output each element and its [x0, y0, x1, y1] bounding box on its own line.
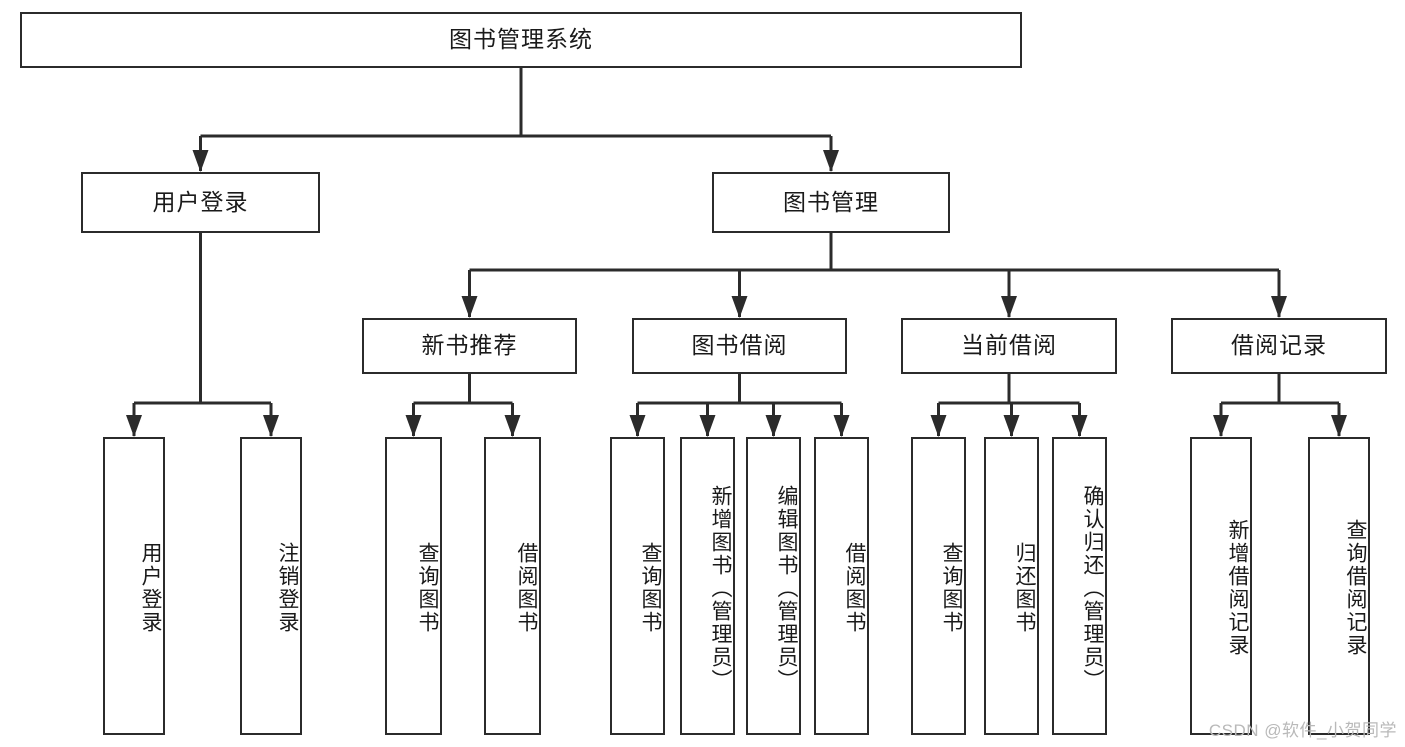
- node-leaf-user-login[interactable]: 用户登录: [103, 437, 165, 735]
- node-label-leaf-cur-return: 归还图书: [1013, 542, 1036, 634]
- node-leaf-rec-query[interactable]: 查询图书: [385, 437, 442, 735]
- node-label-root: 图书管理系统: [449, 26, 593, 53]
- node-label-book-borrow: 图书借阅: [691, 332, 788, 359]
- node-leaf-borrow-lend[interactable]: 借阅图书: [814, 437, 869, 735]
- watermark-label: CSDN @软件_小贺同学: [1208, 721, 1397, 740]
- node-label-user-login: 用户登录: [152, 188, 249, 215]
- node-root[interactable]: 图书管理系统: [20, 12, 1022, 68]
- node-leaf-cur-query[interactable]: 查询图书: [911, 437, 966, 735]
- node-label-leaf-user-logout: 注销登录: [276, 542, 299, 634]
- node-label-new-book-rec: 新书推荐: [421, 332, 518, 359]
- node-label-leaf-borrow-edit: 编辑图书（管理员）: [775, 484, 798, 692]
- node-leaf-rec-borrow[interactable]: 借阅图书: [484, 437, 541, 735]
- node-label-leaf-borrow-add: 新增图书（管理员）: [709, 484, 732, 692]
- node-current-borrow[interactable]: 当前借阅: [901, 318, 1117, 374]
- node-leaf-rec-query2[interactable]: 查询借阅记录: [1308, 437, 1370, 735]
- node-label-leaf-cur-confirm: 确认归还（管理员）: [1081, 484, 1104, 692]
- node-book-borrow[interactable]: 图书借阅: [632, 318, 847, 374]
- node-leaf-cur-confirm[interactable]: 确认归还（管理员）: [1052, 437, 1107, 735]
- node-label-borrow-record: 借阅记录: [1231, 332, 1327, 359]
- node-user-login[interactable]: 用户登录: [81, 172, 320, 233]
- node-label-leaf-rec-add: 新增借阅记录: [1226, 519, 1249, 657]
- node-borrow-record[interactable]: 借阅记录: [1171, 318, 1387, 374]
- node-leaf-cur-return[interactable]: 归还图书: [984, 437, 1039, 735]
- node-label-leaf-borrow-lend: 借阅图书: [843, 542, 866, 634]
- node-label-leaf-rec-borrow: 借阅图书: [515, 542, 538, 634]
- node-label-leaf-rec-query: 查询图书: [416, 542, 439, 634]
- node-book-manage[interactable]: 图书管理: [712, 172, 950, 233]
- node-leaf-rec-add[interactable]: 新增借阅记录: [1190, 437, 1252, 735]
- node-leaf-borrow-query[interactable]: 查询图书: [610, 437, 665, 735]
- node-label-book-manage: 图书管理: [783, 188, 879, 215]
- node-leaf-borrow-edit[interactable]: 编辑图书（管理员）: [746, 437, 801, 735]
- node-label-leaf-cur-query: 查询图书: [940, 542, 963, 634]
- node-label-leaf-user-login: 用户登录: [139, 542, 162, 634]
- node-label-current-borrow: 当前借阅: [961, 332, 1057, 359]
- node-leaf-borrow-add[interactable]: 新增图书（管理员）: [680, 437, 735, 735]
- node-label-leaf-rec-query2: 查询借阅记录: [1344, 519, 1367, 657]
- node-leaf-user-logout[interactable]: 注销登录: [240, 437, 302, 735]
- node-new-book-rec[interactable]: 新书推荐: [362, 318, 577, 374]
- node-label-leaf-borrow-query: 查询图书: [639, 542, 662, 634]
